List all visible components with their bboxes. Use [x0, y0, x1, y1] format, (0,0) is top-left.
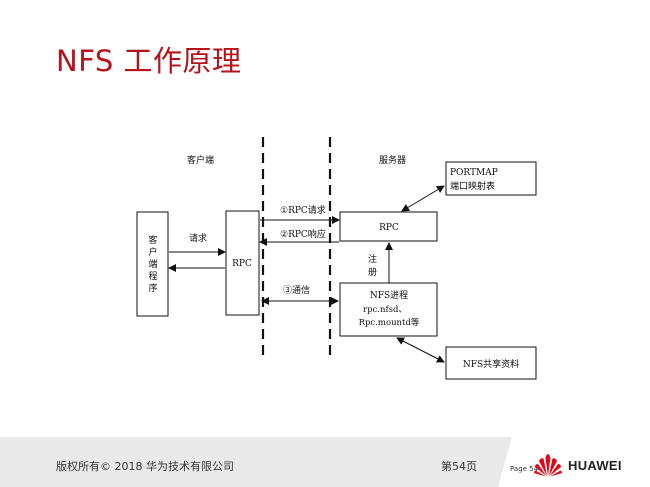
rpc-response-label: ②RPC响应	[280, 228, 326, 240]
portmap-subtitle: 端口映射表	[450, 180, 495, 192]
nfs-process-box	[339, 282, 438, 337]
request-label: 请求	[189, 232, 207, 244]
copyright-text: 版权所有© 2018 华为技术有限公司	[56, 460, 234, 473]
nfs-share-label: NFS共享资料	[463, 358, 519, 370]
footer-logo-area	[512, 437, 650, 487]
nfs-share-arrow	[396, 337, 445, 363]
portmap-arrow	[401, 185, 445, 212]
server-section-label: 服务器	[379, 154, 406, 166]
register-label-char: 注	[368, 253, 377, 265]
client-program-char: 客	[148, 234, 157, 246]
portmap-title: PORTMAP	[450, 168, 498, 178]
register-label-char: 册	[368, 267, 377, 278]
nfs-share-box	[445, 346, 537, 380]
client-section-label: 客户端	[187, 154, 214, 166]
portmap-box	[445, 161, 537, 196]
page-number: 第54页	[441, 460, 477, 473]
page-title: NFS 工作原理	[56, 44, 242, 78]
nfs-process-line2: rpc.nfsd、	[363, 305, 407, 315]
client-program-char: 端	[148, 258, 157, 270]
client-rpc-box	[225, 210, 260, 316]
page-label: Page 54	[510, 465, 539, 473]
client-program-char: 户	[148, 246, 157, 258]
server-rpc-label: RPC	[379, 223, 399, 233]
nfs-process-line3: Rpc.mountd等	[359, 317, 420, 328]
footer-divider	[498, 437, 512, 487]
brand-name: HUAWEI	[568, 458, 622, 473]
client-program-char: 序	[148, 282, 157, 294]
rpc-request-label: ①RPC请求	[280, 204, 326, 216]
client-rpc-label: RPC	[232, 259, 252, 269]
client-program-char: 程	[148, 271, 157, 282]
client-program-box	[136, 211, 169, 317]
nfs-diagram: 客户端 服务器 客 户 端 程 序 请求 RPC ①RPC请求 ②RPC响应 ③…	[136, 137, 537, 380]
nfs-process-title: NFS进程	[370, 290, 408, 301]
communication-label: ③通信	[283, 284, 310, 296]
huawei-logo-icon	[534, 454, 562, 477]
server-rpc-box	[339, 211, 438, 242]
